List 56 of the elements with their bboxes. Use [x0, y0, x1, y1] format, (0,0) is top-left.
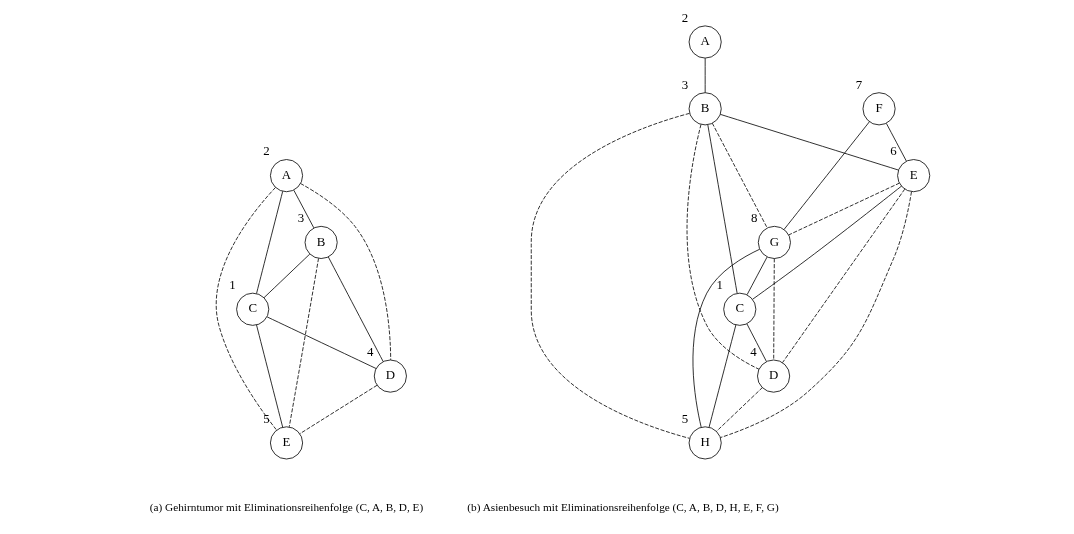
- connector: [781, 188, 905, 364]
- node-circle: D: [373, 359, 407, 393]
- node-circle: E: [896, 159, 930, 193]
- label: (b) Asienbesuch mit Eliminationsreihenfolge (C, A, B, D, H, E, F, G): [466, 501, 779, 514]
- connector: [686, 124, 759, 370]
- connector: [692, 248, 760, 428]
- node-label: 7: [855, 77, 862, 92]
- node-circle: A: [269, 159, 303, 193]
- node-circle: C: [722, 292, 756, 326]
- connector: [783, 121, 870, 230]
- node-label: 5: [262, 411, 270, 426]
- connector: [772, 258, 775, 361]
- node-label: 6: [889, 144, 897, 159]
- connector: [298, 384, 377, 435]
- connector: [719, 114, 899, 171]
- connector: [327, 256, 384, 362]
- node-label: 3: [681, 77, 688, 92]
- node-circle: C: [235, 292, 269, 326]
- connector: [266, 316, 376, 369]
- connector: [292, 189, 314, 229]
- connector: [255, 190, 283, 294]
- connector: [706, 124, 737, 294]
- node-circle: A: [688, 25, 722, 59]
- node-circle: B: [304, 225, 338, 259]
- connector: [263, 253, 310, 299]
- node-label: 4: [749, 344, 757, 359]
- connector: [719, 191, 912, 438]
- connector: [215, 187, 277, 431]
- node-label: 1: [228, 277, 236, 292]
- connector: [255, 324, 283, 428]
- connector: [751, 185, 902, 300]
- node-label: 3: [297, 211, 304, 226]
- label: (a) Gehirntumor mit Eliminationsreihenfolge (C, A, B, D, E): [149, 501, 423, 514]
- connector: [715, 387, 763, 432]
- connector: [704, 57, 706, 94]
- connector: [299, 183, 391, 361]
- node-circle: H: [688, 426, 722, 460]
- connector: [885, 123, 907, 162]
- node-label: 2: [262, 144, 270, 159]
- connector: [708, 324, 736, 428]
- node-label: 4: [366, 344, 373, 359]
- node-circle: D: [756, 359, 790, 393]
- connector: [530, 113, 690, 439]
- node-label: 2: [681, 10, 688, 25]
- connector: [746, 256, 767, 296]
- connector: [746, 323, 767, 362]
- node-circle: B: [688, 92, 722, 126]
- node-circle: E: [269, 426, 303, 460]
- node-circle: G: [757, 225, 791, 259]
- node-label: 8: [750, 211, 757, 226]
- connector: [787, 182, 900, 236]
- node-circle: F: [862, 92, 896, 126]
- node-label: 5: [681, 411, 688, 426]
- connector: [288, 258, 319, 428]
- node-label: 1: [715, 277, 723, 292]
- connector: [711, 122, 768, 229]
